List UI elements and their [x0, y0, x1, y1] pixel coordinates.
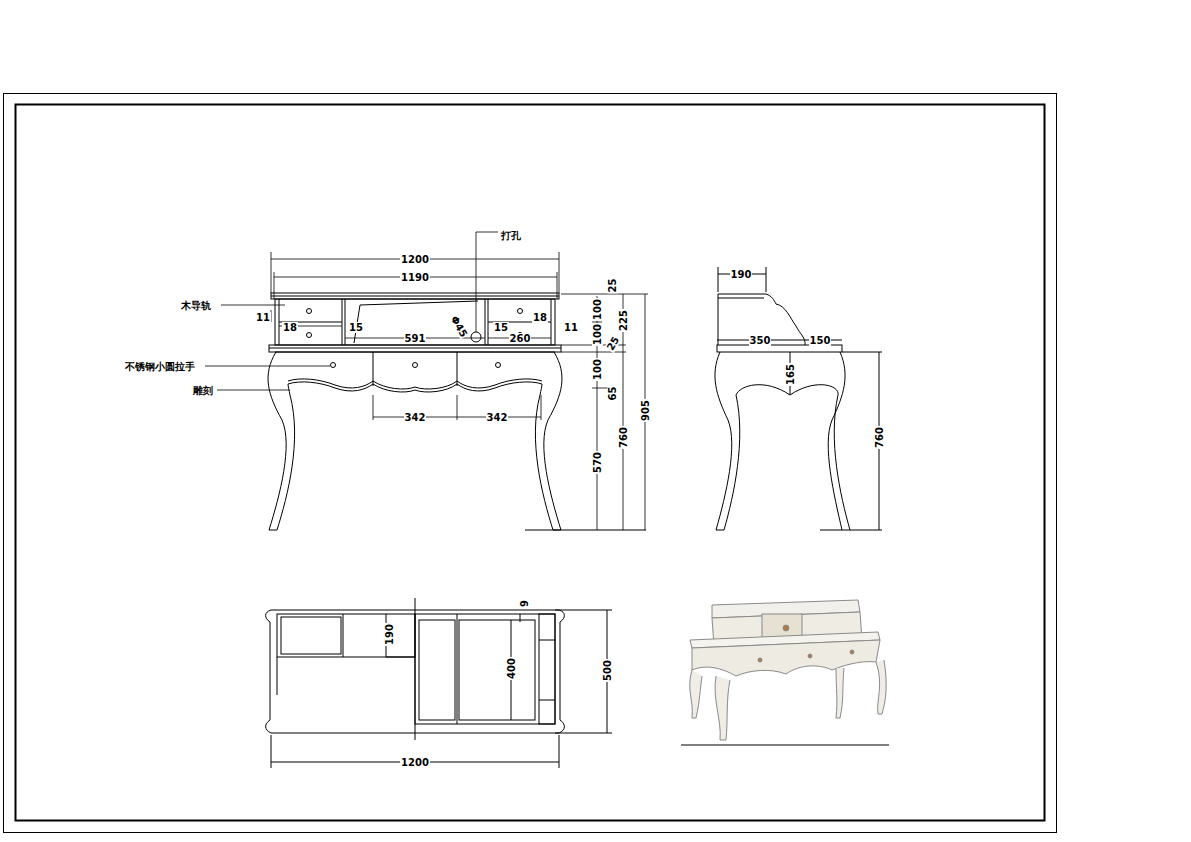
- callout-label: 不锈钢小圆拉手: [124, 361, 196, 372]
- dimension-label: 18: [282, 322, 298, 333]
- dimension-label: 260: [509, 333, 532, 344]
- dimension-label: 11: [255, 312, 271, 323]
- dimension-label: 165: [785, 363, 796, 386]
- dimension-label: 65: [607, 385, 618, 401]
- callout-label: 打孔: [500, 230, 522, 241]
- dimension-label: 225: [618, 309, 629, 332]
- dimension-label: 1200: [400, 757, 430, 768]
- dimension-label: 100: [592, 323, 603, 346]
- dimension-label: 190: [384, 623, 395, 646]
- dimension-label: 9: [519, 599, 530, 608]
- front-dimensions: [205, 232, 648, 530]
- dimension-label: 18: [532, 312, 548, 323]
- dimension-label: 760: [874, 426, 885, 449]
- side-elevation: [715, 267, 882, 530]
- plan-view: [266, 598, 612, 768]
- dimension-label: 1200: [400, 254, 430, 265]
- front-elevation: [268, 293, 646, 530]
- dimension-label: 591: [404, 333, 427, 344]
- render-sketch: [681, 600, 889, 745]
- outer-frame: [4, 94, 1057, 833]
- dimension-label: 905: [640, 399, 651, 422]
- dimension-label: Φ45: [448, 313, 470, 340]
- dimension-label: 500: [602, 659, 613, 682]
- dimension-label: 100: [592, 298, 603, 321]
- dimension-label: 400: [506, 657, 517, 680]
- dimension-label: 15: [348, 322, 364, 333]
- dimension-label: 25: [607, 277, 618, 293]
- inner-frame: [16, 105, 1045, 821]
- dimension-label: 150: [809, 335, 832, 346]
- dimension-label: 1190: [400, 272, 430, 283]
- callout-label: 雕刻: [192, 385, 214, 396]
- dimension-label: 15: [493, 322, 509, 333]
- dimension-label: 190: [730, 269, 753, 280]
- dimension-label: 350: [749, 335, 772, 346]
- dimension-label: 100: [592, 358, 603, 381]
- dimension-label: 760: [618, 426, 629, 449]
- dimension-label: 342: [486, 412, 509, 423]
- dimension-label: 342: [404, 412, 427, 423]
- dimension-label: 11: [563, 322, 579, 333]
- dimension-label: 25: [604, 333, 621, 352]
- callout-label: 木导轨: [180, 300, 212, 311]
- dimension-label: 570: [592, 451, 603, 474]
